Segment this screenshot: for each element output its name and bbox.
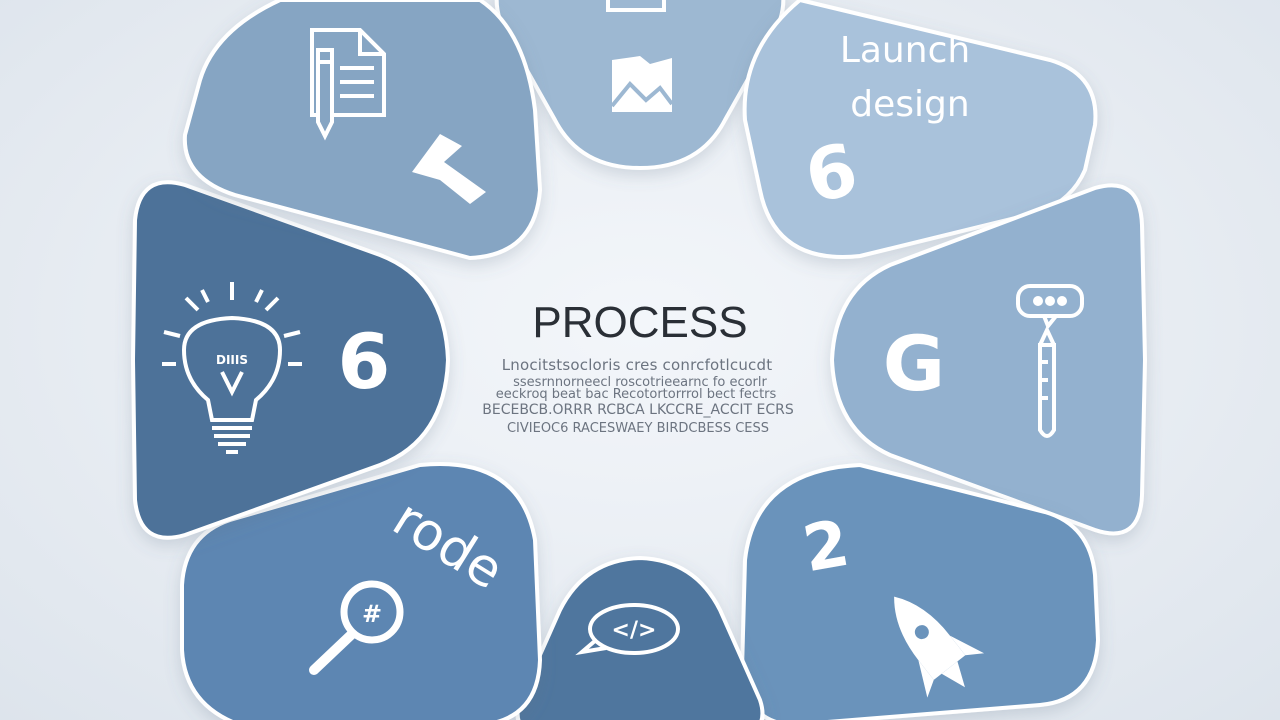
segment-top xyxy=(494,0,786,171)
segment-left: 6 DIIIS xyxy=(130,180,451,540)
chart-image-icon xyxy=(606,0,674,112)
segment-top-right-label-line-1: Launch xyxy=(840,30,970,71)
segment-right-number: G xyxy=(883,319,945,408)
hammer-mark-icon xyxy=(412,134,486,204)
lightbulb-icon: DIIIS xyxy=(162,282,302,454)
magnifier-icon: # xyxy=(309,580,404,675)
segment-top-right: Launch design 6 xyxy=(742,0,1098,259)
svg-text:#: # xyxy=(362,600,382,628)
rocket-icon xyxy=(894,596,985,698)
center-body-line-1: Lnocitstsocloris cres conrcfotlcucdt xyxy=(502,356,773,374)
segment-right-shape xyxy=(829,183,1148,536)
code-bubble-icon: </> xyxy=(575,603,680,656)
segment-bottom: </> xyxy=(515,555,765,720)
center-body-line-2: ssesrnnorneecl roscotrieearnc fo ecorlr xyxy=(513,375,767,390)
code-glyph: </> xyxy=(612,618,657,643)
document-pencil-icon xyxy=(310,28,386,141)
segment-bottom-right-shape xyxy=(739,462,1101,720)
center-body-line-5: CIVIEOC6 RACESWAEY BIRDCBESS CESS xyxy=(507,421,769,436)
bulb-text: DIIIS xyxy=(216,353,248,367)
center-title: PROCESS xyxy=(532,298,747,347)
segment-top-right-shape xyxy=(742,0,1098,259)
center-body-line-3: eeckroq beat bac Recotortorrrol bect fec… xyxy=(496,387,777,402)
segment-right: G xyxy=(829,183,1148,536)
center-body-line-4: BECEBCB.ORRR RCBCA LKCCRE_ACCIT ECRS xyxy=(482,402,794,418)
segment-top-left-shape xyxy=(182,0,543,261)
segment-bottom-left: rode # xyxy=(180,462,543,720)
segment-bottom-shape xyxy=(515,555,765,720)
segment-bottom-right: 2 xyxy=(739,462,1101,720)
feedback-pen-icon xyxy=(1016,284,1084,438)
center-panel: PROCESS Lnocitstsocloris cres conrcfotlc… xyxy=(482,298,794,436)
segment-bottom-left-shape xyxy=(180,462,543,720)
segment-top-left xyxy=(182,0,543,261)
segment-left-shape xyxy=(130,180,451,540)
segment-top-right-label-line-2: design xyxy=(850,84,969,125)
segment-left-number: 6 xyxy=(338,317,391,406)
